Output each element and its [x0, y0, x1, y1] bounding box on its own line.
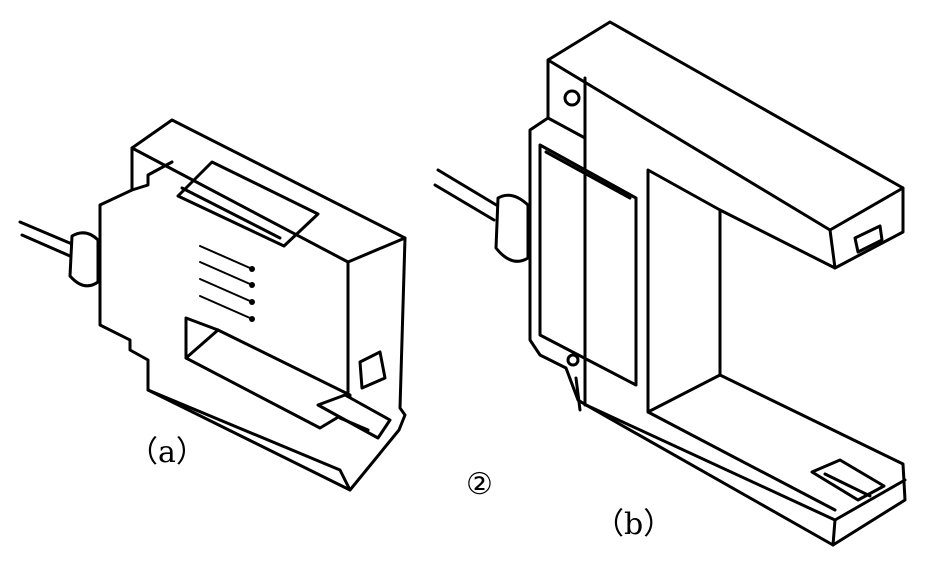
- sensor-a-step: [130, 160, 174, 192]
- sensor-b-body: [528, 20, 907, 547]
- sensor-b-connector: [494, 193, 530, 263]
- sensor-b-tab-bottom: [810, 458, 886, 502]
- sensor-a-window-inner: [180, 186, 282, 240]
- sensor-b-slot: [646, 168, 722, 414]
- sensor-a-cable: [18, 220, 74, 258]
- label-circled: ②: [466, 467, 493, 502]
- sensor-b-panel: [538, 143, 638, 387]
- sensor-a-connector: [68, 231, 100, 288]
- sensor-a-tab-top: [358, 350, 387, 390]
- sensor-a: [18, 118, 407, 492]
- sensor-b: [433, 20, 907, 547]
- sensor-b-cable: [433, 168, 500, 222]
- sensor-a-indicators: [199, 245, 255, 322]
- sensor-b-tab-top: [853, 224, 884, 254]
- sensor-b-mount-hole: [563, 89, 581, 107]
- label-a: （a）: [128, 435, 206, 470]
- label-b: （b）: [594, 507, 674, 542]
- sensor-a-window: [176, 160, 320, 248]
